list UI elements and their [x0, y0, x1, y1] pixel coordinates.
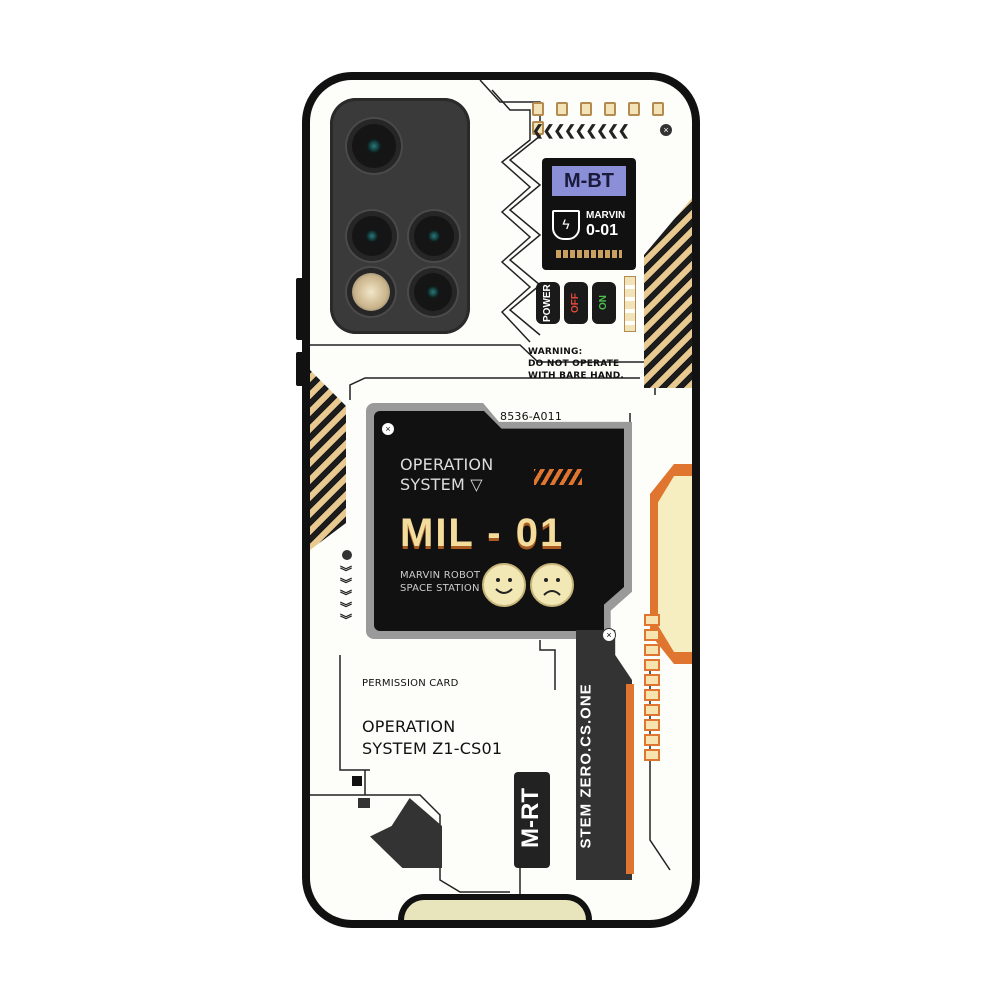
off-switch[interactable]: OFF [564, 282, 588, 324]
permission-line1: OPERATION [362, 717, 456, 736]
on-switch[interactable]: ON [592, 282, 616, 324]
lightning-shield-icon: ϟ [552, 210, 580, 240]
main-screen: × OPERATION SYSTEM ▽ MIL - 01 MARVIN ROB… [374, 411, 624, 631]
chevron-icon: ︾︾︾︾︾ [340, 565, 352, 627]
chevron-icon: ❮❮❮❮❮❮❮❮❮ [532, 122, 630, 138]
warning-text: WARNING: DO NOT OPERATE WITH BARE HAND. [528, 346, 624, 382]
cream-hex-panel [658, 476, 692, 652]
camera-lens-icon [414, 216, 454, 256]
big-label: MIL - 01 [400, 511, 565, 555]
subtitle-line2: SPACE STATION [400, 583, 480, 594]
smile-face-icon [482, 563, 526, 607]
sad-face-icon [530, 563, 574, 607]
close-circle-icon: × [382, 423, 394, 435]
permission-label: PERMISSION CARD [362, 678, 459, 689]
main-screen-frame: × OPERATION SYSTEM ▽ MIL - 01 MARVIN ROB… [366, 403, 632, 639]
close-circle-icon [342, 550, 352, 560]
operation-title-line1: OPERATION [400, 455, 494, 474]
operation-title-line2: SYSTEM [400, 475, 465, 494]
mbt-badge: M-BT [552, 166, 626, 196]
vertical-tower [576, 630, 632, 880]
camera-lens-icon [352, 124, 396, 168]
camera-module [330, 98, 470, 334]
power-switch[interactable]: POWER [536, 282, 560, 324]
warning-line2: DO NOT OPERATE [528, 359, 620, 369]
mrt-badge: M-RT [517, 788, 544, 848]
marvin-bars [556, 250, 622, 258]
marvin-code: 0-01 [586, 222, 619, 239]
warning-line1: WARNING: [528, 347, 583, 357]
subtitle-line1: MARVIN ROBOT [400, 570, 481, 581]
flash-icon [352, 273, 390, 311]
vertical-text: STEM ZERO.CS.ONE [577, 683, 595, 849]
orange-ladder [644, 614, 660, 764]
side-button-lower [296, 352, 304, 386]
indicator-dots [532, 102, 692, 140]
permission-line2: SYSTEM Z1-CS01 [362, 739, 503, 758]
bottom-cutout [398, 894, 592, 920]
screen-code: 8536-A011 [500, 410, 563, 423]
marvin-label: MARVIN [586, 210, 626, 221]
close-circle-icon: × [602, 628, 616, 642]
hazard-stripes-left [310, 370, 346, 550]
close-circle-icon: × [660, 124, 672, 136]
permission-title: OPERATION SYSTEM Z1-CS01 [362, 716, 502, 760]
orange-stripes [534, 469, 582, 485]
phone-case: ❮❮❮❮❮❮❮❮❮ × M-BT ϟ MARVIN 0-01 POWER OFF… [302, 72, 700, 928]
operation-title: OPERATION SYSTEM ▽ [400, 455, 493, 495]
orange-strip [626, 684, 634, 874]
warning-line3: WITH BARE HAND. [528, 371, 625, 381]
triangle-icon: ▽ [470, 475, 483, 494]
mrt-badge-box [514, 772, 550, 868]
subtitle: MARVIN ROBOT SPACE STATION [400, 569, 480, 595]
camera-lens-icon [352, 216, 392, 256]
mbt-panel: M-BT ϟ MARVIN 0-01 [542, 158, 636, 270]
camera-lens-icon [414, 273, 452, 311]
black-dot [358, 798, 370, 808]
marker-square [352, 776, 362, 786]
side-button-upper [296, 278, 304, 340]
switch-side-dots [624, 276, 636, 332]
